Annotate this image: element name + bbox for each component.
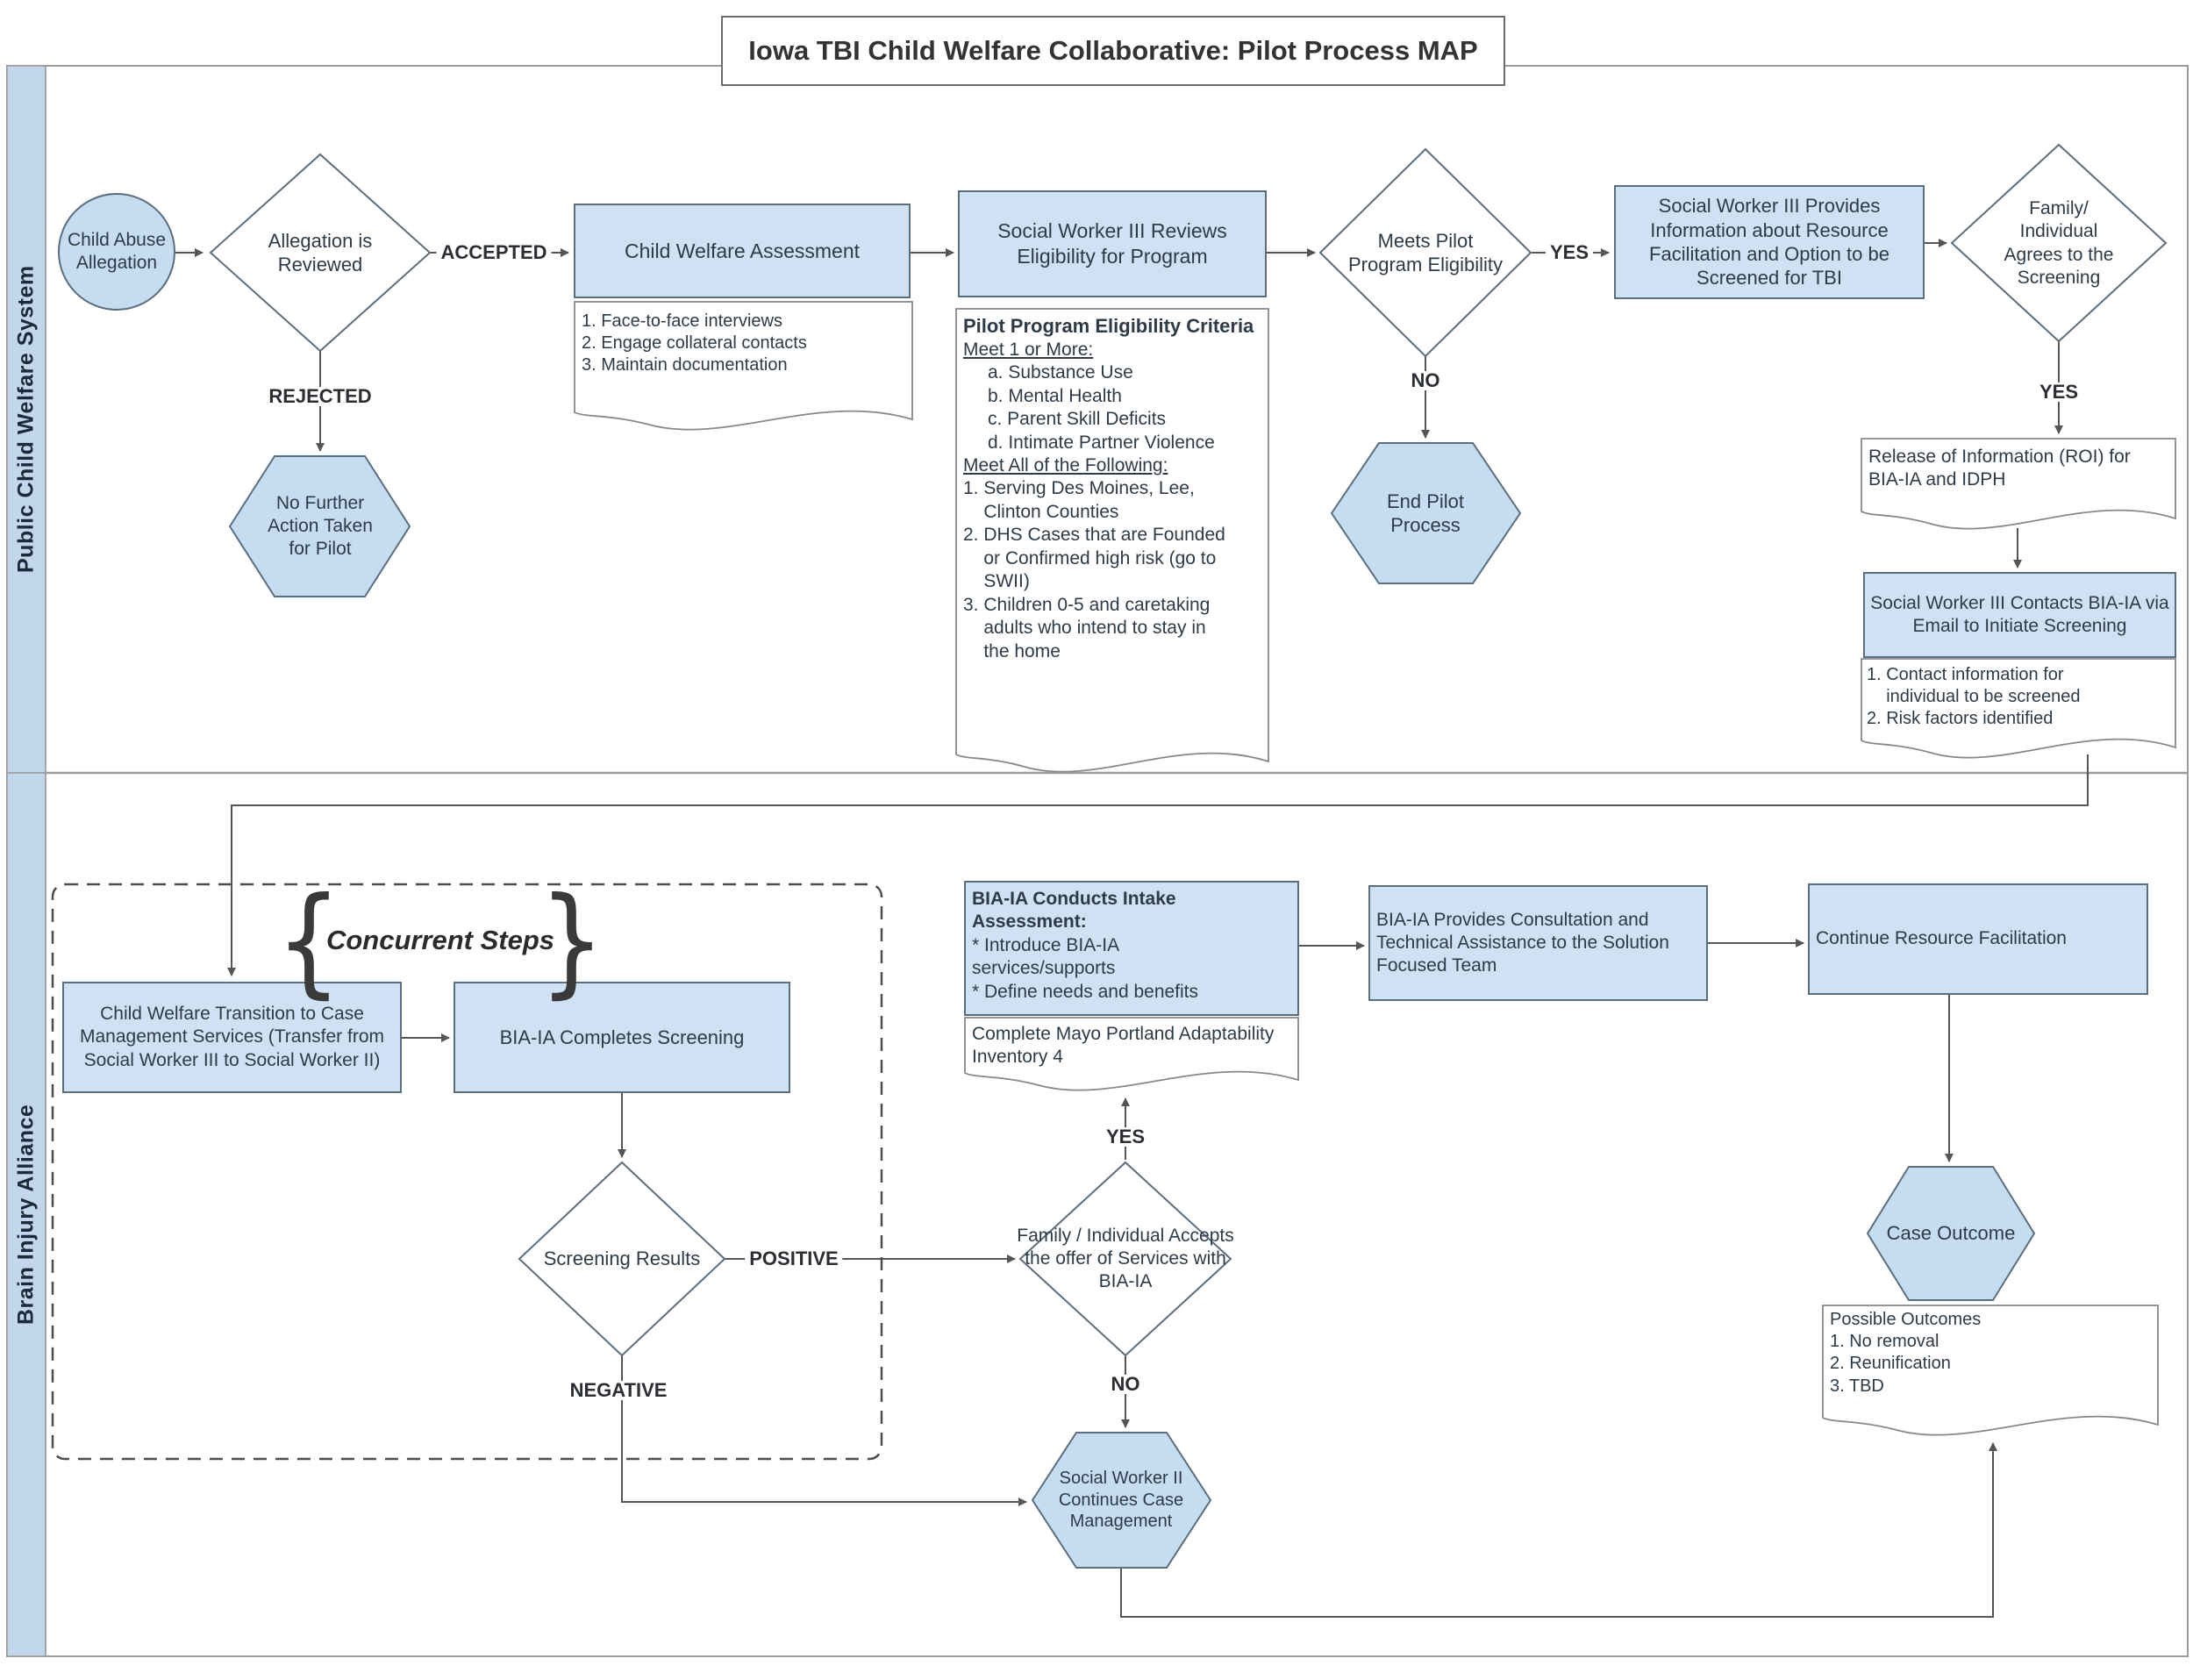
meets-eligibility-diamond <box>1318 147 1532 358</box>
continue-rf-label: Continue Resource Facilitation <box>1816 928 2067 949</box>
intake-heading: BIA-IA Conducts Intake Assessment: <box>972 889 1176 933</box>
intake-lines: * Introduce BIA-IA services/supports * D… <box>972 934 1199 1002</box>
concurrent-right-brace: } <box>539 870 605 1011</box>
sw3-provides-label: Social Worker III Provides Information a… <box>1649 195 1889 290</box>
eligibility-note-subhead1: Meet 1 or More: <box>963 339 1094 360</box>
eligibility-note-subhead2: Meet All of the Following: <box>963 454 1168 475</box>
mayo-note-label: Complete Mayo Portland Adaptability Inve… <box>972 1024 1275 1068</box>
rejected-edge-label: REJECTED <box>264 387 376 406</box>
page-title: Iowa TBI Child Welfare Collaborative: Pi… <box>721 16 1505 86</box>
family-accepts-label: Family / Individual Accepts the offer of… <box>1017 1225 1234 1292</box>
case-outcome-label: Case Outcome <box>1886 1222 2016 1245</box>
consultation-label: BIA-IA Provides Consultation and Technic… <box>1376 909 1669 976</box>
eligibility-note-title: Pilot Program Eligibility Criteria <box>963 315 1254 337</box>
screening-results-label: Screening Results <box>543 1247 701 1270</box>
roi-note-label: Release of Information (ROI) for BIA-IA … <box>1868 447 2131 490</box>
no-further-action-label: No Further Action Taken for Pilot <box>268 492 373 560</box>
concurrent-left-brace: { <box>275 870 342 1011</box>
possible-outcomes-content: Possible Outcomes 1. No removal 2. Reuni… <box>1830 1309 2151 1398</box>
sw3-reviews-label: Social Worker III Reviews Eligibility fo… <box>997 219 1227 268</box>
end-pilot-hexagon <box>1330 442 1522 584</box>
concurrent-steps-group <box>51 883 883 1461</box>
concurrent-steps-label: Concurrent Steps <box>325 925 555 955</box>
child-welfare-assessment-label: Child Welfare Assessment <box>624 239 860 262</box>
child-abuse-allegation-circle <box>58 193 175 311</box>
possible-outcomes-title: Possible Outcomes <box>1830 1310 1982 1329</box>
intake-assessment-content: BIA-IA Conducts Intake Assessment: * Int… <box>972 888 1291 1004</box>
roi-note <box>1861 438 2176 530</box>
sw3-provides-box <box>1614 185 1925 299</box>
child-welfare-assessment-box <box>574 204 911 298</box>
child-abuse-allegation-label: Child Abuse Allegation <box>67 229 167 273</box>
eligibility-note-items-a-d: a. Substance Use b. Mental Health c. Par… <box>988 362 1215 453</box>
eligibility-note-items-1-3: 1. Serving Des Moines, Lee, Clinton Coun… <box>963 478 1225 661</box>
mayo-note <box>964 1017 1299 1091</box>
family-accepts-diamond <box>1018 1161 1232 1357</box>
lane1-header-strip <box>6 65 46 774</box>
allegation-reviewed-label: Allegation is Reviewed <box>268 229 373 275</box>
case-outcome-hexagon <box>1866 1166 2036 1301</box>
bia-screening-label: BIA-IA Completes Screening <box>499 1026 745 1048</box>
edge-contacts-to-transition <box>227 754 2089 976</box>
possible-outcomes-note <box>1822 1305 2159 1436</box>
eligibility-criteria-note-content: Pilot Program Eligibility Criteria Meet … <box>963 314 1263 663</box>
end-pilot-label: End Pilot Process <box>1386 490 1465 536</box>
meets-eligibility-label: Meets Pilot Program Eligibility <box>1347 229 1504 275</box>
agrees-yes-edge-label: YES <box>2034 382 2083 402</box>
consultation-box <box>1368 885 1708 1001</box>
negative-edge-label: NEGATIVE <box>565 1381 672 1400</box>
sw2-continues-hexagon <box>1031 1432 1212 1569</box>
lane1-label: Public Child Welfare System <box>13 265 39 574</box>
accepted-edge-label: ACCEPTED <box>436 243 552 262</box>
assessment-note <box>574 301 913 431</box>
meets-yes-edge-label: YES <box>1545 243 1594 262</box>
lane2-label: Brain Injury Alliance <box>13 1104 39 1326</box>
eligibility-criteria-note <box>955 308 1269 773</box>
no-further-action-hexagon <box>228 455 411 597</box>
meets-no-edge-label: NO <box>1406 371 1445 390</box>
contact-info-note <box>1861 658 2176 759</box>
bia-screening-box <box>454 982 790 1093</box>
family-agrees-label: Family/ Individual Agrees to the Screeni… <box>2004 198 2114 288</box>
accepts-yes-edge-label: YES <box>1101 1127 1150 1147</box>
sw3-reviews-box <box>958 190 1267 297</box>
sw3-contacts-box <box>1863 572 2176 658</box>
transition-box <box>62 982 402 1093</box>
assessment-note-list: 1. Face-to-face interviews 2. Engage col… <box>582 311 807 375</box>
intake-assessment-box <box>964 881 1299 1016</box>
accepts-no-edge-label: NO <box>1106 1375 1145 1394</box>
contact-info-note-list: 1. Contact information for individual to… <box>1867 665 2081 728</box>
screening-results-diamond <box>518 1161 726 1357</box>
possible-outcomes-items: 1. No removal 2. Reunification 3. TBD <box>1830 1332 1951 1396</box>
positive-edge-label: POSITIVE <box>745 1249 843 1269</box>
sw3-contacts-label: Social Worker III Contacts BIA-IA via Em… <box>1870 592 2169 636</box>
edge-negative <box>621 1355 1027 1506</box>
sw2-continues-label: Social Worker II Continues Case Manageme… <box>1058 1468 1184 1532</box>
family-agrees-diamond <box>1950 143 2168 343</box>
continue-rf-box <box>1808 883 2148 995</box>
transition-box-label: Child Welfare Transition to Case Managem… <box>79 1004 384 1070</box>
allegation-reviewed-diamond <box>209 153 432 353</box>
edge-sw2-to-outcomes-note <box>1120 1442 1997 1618</box>
